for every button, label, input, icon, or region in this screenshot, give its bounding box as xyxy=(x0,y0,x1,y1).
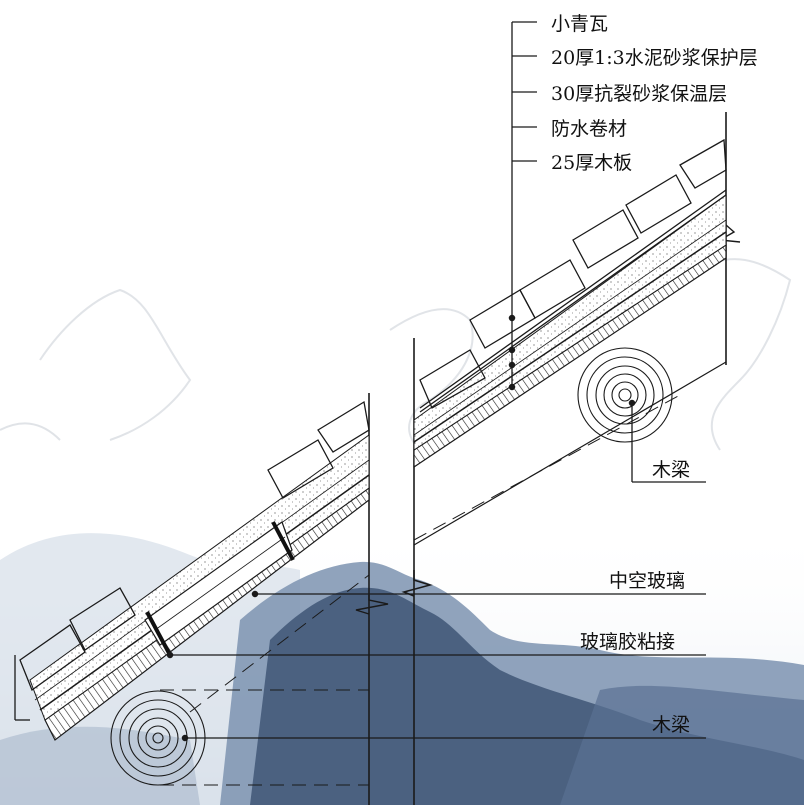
callout-insulation-layer: 30厚抗裂砂浆保温层 xyxy=(551,83,727,105)
lower-roof-assembly xyxy=(14,400,370,786)
upper-timber-beam xyxy=(577,347,673,443)
callout-waterproof-membrane: 防水卷材 xyxy=(551,118,627,140)
label-hollow-glass: 中空玻璃 xyxy=(609,570,685,592)
label-glass-glue: 玻璃胶粘接 xyxy=(580,631,675,653)
label-group: 小青瓦 20厚1:3水泥砂浆保护层 30厚抗裂砂浆保温层 防水卷材 25厚木板 … xyxy=(551,13,758,736)
callout-small-tile: 小青瓦 xyxy=(551,13,608,35)
leader-lines xyxy=(166,21,706,742)
label-beam-upper: 木梁 xyxy=(652,459,690,481)
mountain-background xyxy=(0,520,804,805)
callout-wood-board: 25厚木板 xyxy=(551,152,632,174)
watermark-strokes xyxy=(0,258,792,451)
callout-mortar-layer: 20厚1:3水泥砂浆保护层 xyxy=(551,47,758,69)
upper-roof-assembly xyxy=(413,138,727,546)
label-beam-lower: 木梁 xyxy=(652,714,690,736)
